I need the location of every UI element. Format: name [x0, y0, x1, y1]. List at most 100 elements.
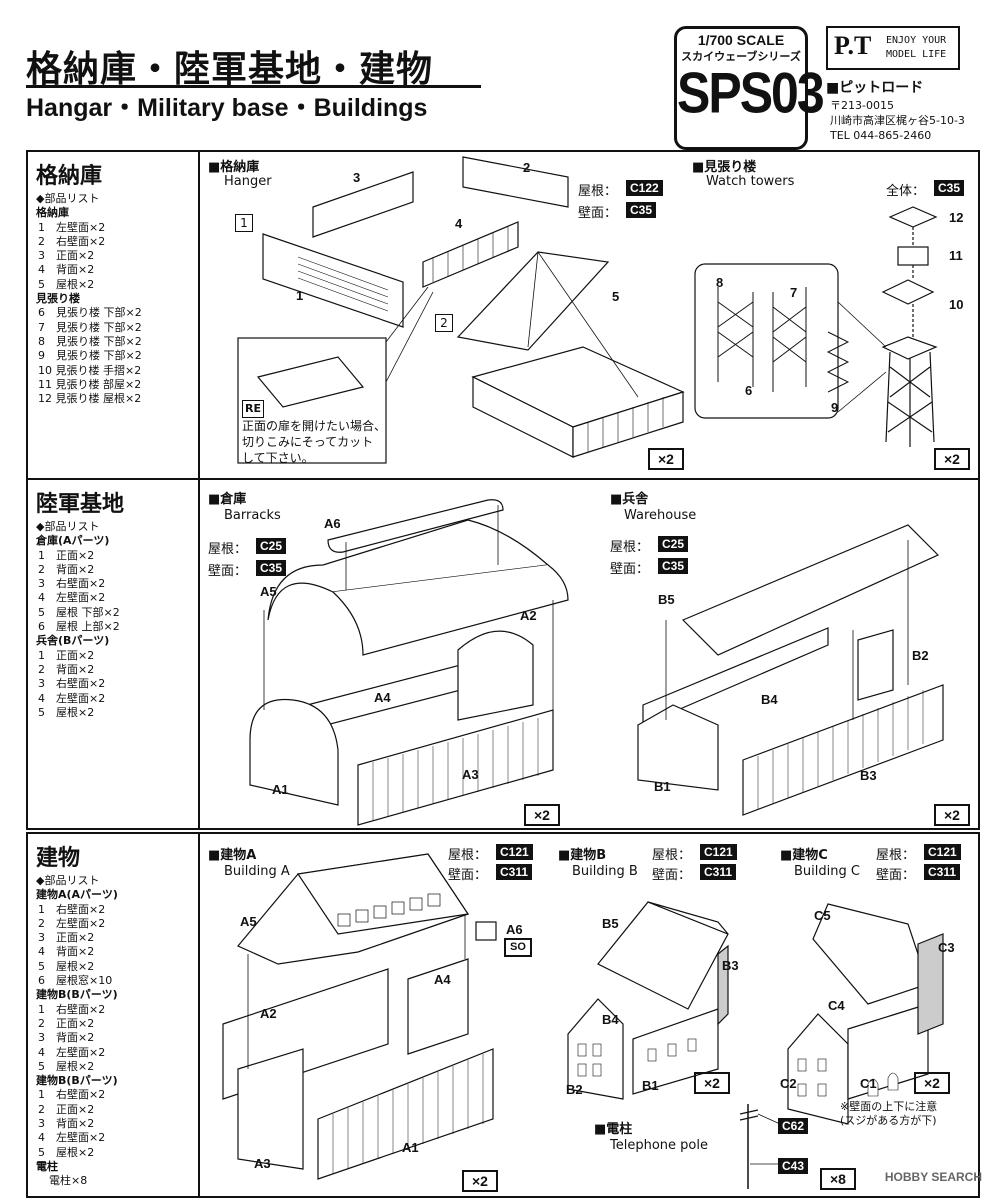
building-b-count: ×2: [694, 1072, 730, 1094]
parts-list-item: 1 右壁面×2: [38, 902, 106, 916]
parts-list-item: 2 背面×2: [38, 562, 95, 576]
roof-color-code: C121: [700, 844, 737, 860]
warehouse-label: ■兵舎: [610, 492, 649, 507]
parts-list-item: 4 左壁面×2: [38, 591, 106, 605]
part-1: 1: [296, 288, 304, 303]
hangar-diagram: [237, 156, 938, 464]
building-a-en: Building A: [224, 864, 290, 879]
parts-list-item: 3 右壁面×2: [38, 677, 106, 691]
part-11: 11: [949, 248, 963, 263]
section-title: 陸軍基地: [36, 492, 125, 517]
parts-list-item: 5 屋根×2: [38, 705, 95, 719]
parts-list-heading: ◆部品リスト: [36, 874, 100, 887]
wall-color-code: C311: [496, 864, 533, 880]
barracks-en: Barracks: [224, 508, 281, 523]
parts-list-item: 6 屋根 上部×2: [38, 620, 120, 634]
parts-list-item: 3 右壁面×2: [38, 577, 106, 591]
part-4: 4: [455, 216, 463, 231]
pole-color-code-2: C43: [778, 1158, 809, 1174]
wall-label: 壁面：: [578, 206, 618, 221]
pole-en: Telephone pole: [610, 1138, 708, 1153]
parts-list-item: 8 見張り楼 下部×2: [38, 334, 142, 348]
parts-list-item: 4 背面×2: [38, 945, 95, 959]
part-10: 10: [949, 297, 964, 312]
building-a-count: ×2: [462, 1170, 498, 1192]
roof-color-code: C121: [496, 844, 533, 860]
part-2: 2: [523, 160, 531, 175]
part-a2: A2: [520, 608, 537, 623]
parts-list-item: 2 正面×2: [38, 1016, 95, 1030]
wall-orientation-note: ※壁面の上下に注意 (スジがある方が下): [840, 1100, 938, 1127]
barracks-label: ■倉庫: [208, 492, 247, 507]
part-c4: C4: [828, 998, 845, 1013]
part-7: 7: [790, 285, 798, 300]
tower-label: ■見張り楼: [692, 160, 757, 175]
parts-list-item: 2 背面×2: [38, 662, 95, 676]
hangar-label: ■格納庫: [208, 160, 260, 175]
part-b2: B2: [912, 648, 929, 663]
parts-list-item: 4 左壁面×2: [38, 1131, 106, 1145]
parts-list-item: 6 屋根窓×10: [38, 974, 113, 988]
barracks-count: ×2: [524, 804, 560, 826]
wall-label: 壁面：: [208, 564, 248, 579]
parts-list-item: 4 左壁面×2: [38, 1045, 106, 1059]
wall-color-code: C35: [626, 202, 657, 218]
tower-count: ×2: [934, 448, 970, 470]
parts-list-item: 1 左壁面×2: [38, 220, 106, 234]
part-a3: A3: [462, 767, 479, 782]
maker-logo: P.T: [834, 31, 872, 60]
product-code: SPS03: [677, 60, 825, 126]
part-a2: A2: [260, 1006, 277, 1021]
part-b3: B3: [722, 958, 739, 973]
parts-list-item: 4 背面×2: [38, 263, 95, 277]
maker-address: 〒213-0015 川崎市高津区梶ヶ谷5-10-3 TEL 044-865-24…: [830, 99, 965, 142]
pole-color-code-1: C62: [778, 1118, 809, 1134]
parts-list-item: 9 見張り楼 下部×2: [38, 349, 142, 363]
parts-list-heading: ◆部品リスト: [36, 192, 100, 205]
roof-color-code: C122: [626, 180, 663, 196]
part-b5: B5: [658, 592, 675, 607]
parts-list-item: 7 見張り楼 下部×2: [38, 320, 142, 334]
part-c3: C3: [938, 940, 955, 955]
part-6: 6: [745, 383, 753, 398]
parts-list-item: 11 見張り楼 部屋×2: [38, 377, 142, 391]
part-8: 8: [716, 275, 724, 290]
roof-label: 屋根：: [652, 848, 692, 863]
title-underline: [26, 85, 481, 88]
part-a3: A3: [254, 1156, 271, 1171]
warehouse-count: ×2: [934, 804, 970, 826]
part-a6: A6: [324, 516, 341, 531]
parts-list-item: 10 見張り楼 手摺×2: [38, 363, 142, 377]
part-b4: B4: [761, 692, 778, 707]
building-c-label: ■建物C: [780, 848, 828, 863]
scale-text: 1/700 SCALE: [697, 32, 785, 48]
maker-name: ■ピットロード: [826, 80, 924, 96]
part-a4: A4: [434, 972, 451, 987]
building-b-label: ■建物B: [558, 848, 607, 863]
wall-color-code: C35: [658, 558, 689, 574]
parts-list-item: 1 正面×2: [38, 648, 95, 662]
section-title: 建物: [36, 846, 81, 871]
wall-label: 壁面：: [610, 562, 650, 577]
parts-list-item: 2 右壁面×2: [38, 234, 106, 248]
parts-list-item: 1 右壁面×2: [38, 1088, 106, 1102]
parts-list-item: 2 正面×2: [38, 1102, 95, 1116]
parts-list-item: 3 背面×2: [38, 1031, 95, 1045]
part-5: 5: [612, 289, 620, 304]
roof-color-code: C25: [658, 536, 689, 552]
parts-group-heading: 見張り楼: [36, 292, 80, 306]
part-b3: B3: [860, 768, 877, 783]
step-1-marker: 1: [235, 214, 253, 232]
parts-list-item: 2 左壁面×2: [38, 916, 106, 930]
parts-list-heading: ◆部品リスト: [36, 520, 100, 533]
warehouse-en: Warehouse: [624, 508, 697, 523]
roof-label: 屋根：: [578, 184, 618, 199]
parts-list-item: 3 正面×2: [38, 931, 95, 945]
parts-group-heading: 格納庫: [36, 206, 69, 220]
